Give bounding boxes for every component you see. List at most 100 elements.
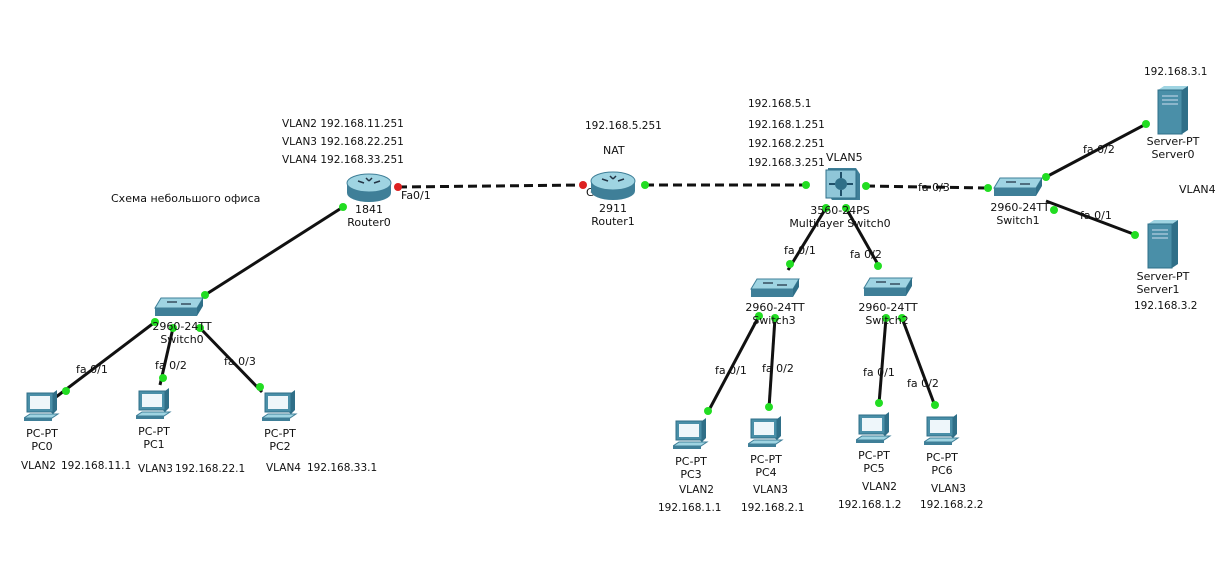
pc0-model: PC-PT [26,427,58,440]
link-switch1-server1[interactable] [1045,199,1137,237]
switch1-vlan-label: VLAN4 [1179,183,1216,196]
link-mls-switch2[interactable] [844,207,882,269]
pc4-ip: 192.168.2.1 [741,502,805,514]
switch3-name: Switch3 [752,314,796,327]
switch1[interactable] [992,176,1044,200]
pc2-model: PC-PT [264,427,296,440]
port-status-dot [862,182,870,190]
port-status-dot [802,181,810,189]
port-status-dot [1042,173,1050,181]
router0-port-fa01: Fa0/1 [401,189,431,202]
port-status-dot [1131,231,1139,239]
link-router0-router1[interactable] [397,183,584,189]
link-mls-switch1[interactable] [865,184,989,190]
router1-ip: 192.168.5.251 [585,120,662,132]
port-status-dot [151,318,159,326]
switch3[interactable] [749,277,801,301]
pc3-model: PC-PT [675,455,707,468]
server-icon [1147,220,1178,269]
router-icon [346,173,392,202]
link-switch0-pc0[interactable] [55,320,156,399]
port-status-dot [394,183,402,191]
switch-icon [154,297,204,316]
port-status-dot [1050,206,1058,214]
link-switch3-pc4[interactable] [767,317,777,409]
pc0-name: PC0 [31,440,53,453]
switch0[interactable] [153,296,205,320]
router0[interactable] [344,170,394,204]
switch2-port-fa01: fa 0/1 [863,366,895,379]
pc2-name: PC2 [269,440,291,453]
mls-port-fa03: fa 0/3 [918,181,950,194]
pc4-name: PC4 [755,466,777,479]
router1[interactable] [588,168,638,202]
router1-nat-label: NAT [603,144,625,157]
pc-icon [748,416,784,447]
server0-model: Server-PT [1146,135,1200,148]
pc5-vlan: VLAN2 [862,481,897,493]
pc5-ip: 192.168.1.2 [838,499,902,511]
pc1-name: PC1 [143,438,165,451]
pc3[interactable] [673,418,709,450]
link-switch2-pc6[interactable] [900,317,937,407]
pc-icon [262,390,298,421]
port-status-dot [1142,120,1150,128]
port-status-dot [339,203,347,211]
pc6-model: PC-PT [926,451,958,464]
port-status-dot [842,204,850,212]
pc-icon [136,388,172,419]
port-status-dot [704,407,712,415]
switch3-model: 2960-24TT [745,301,805,314]
switch-icon [993,177,1043,196]
port-status-dot [755,312,763,320]
router0-vlan4-ip: VLAN4 192.168.33.251 [282,154,404,166]
switch2[interactable] [862,276,914,300]
server0-name: Server0 [1151,148,1195,161]
switch2-model: 2960-24TT [858,301,918,314]
pc0-vlan: VLAN2 [21,460,56,472]
pc0[interactable] [24,390,60,422]
pc1-model: PC-PT [138,425,170,438]
port-status-dot [169,324,177,332]
router1-model: 2911 [599,202,627,215]
mls-ip-1: 192.168.5.1 [748,98,812,110]
mls-ip-2: 192.168.1.251 [748,119,825,131]
port-status-dot [882,314,890,322]
pc-icon [673,418,709,449]
server0[interactable] [1156,84,1190,136]
link-router0-switch0[interactable] [204,205,344,297]
mls-vlan-label: VLAN5 [826,151,863,164]
diagram-title: Схема небольшого офиса [111,192,261,205]
port-status-dot [771,314,779,322]
mls-ip-3: 192.168.2.251 [748,138,825,150]
pc4[interactable] [748,416,784,448]
link-switch3-pc3[interactable] [706,315,761,413]
pc6-ip: 192.168.2.2 [920,499,984,511]
port-status-dot [874,262,882,270]
port-status-dot [641,181,649,189]
pc2[interactable] [262,390,298,422]
port-status-dot [765,403,773,411]
link-mls-switch3[interactable] [786,207,828,271]
pc5[interactable] [856,412,892,444]
mls-name: Multilayer Switch0 [789,217,891,230]
pc6-vlan: VLAN3 [931,483,966,495]
multilayer-switch0[interactable] [822,164,862,204]
pc6[interactable] [924,414,960,446]
pc1[interactable] [136,388,172,420]
port-status-dot [931,401,939,409]
server1[interactable] [1146,218,1180,270]
port-status-dot [579,181,587,189]
router0-vlan3-ip: VLAN3 192.168.22.251 [282,136,404,148]
link-switch2-pc5[interactable] [877,317,888,405]
pc-icon [924,414,960,445]
link-switch1-server0[interactable] [1045,121,1149,179]
mls-port-fa01: fa 0/1 [784,244,816,257]
switch2-port-fa02: fa 0/2 [907,377,939,390]
switch0-port-fa01: fa 0/1 [76,363,108,376]
switch-icon [863,277,913,296]
port-status-dot [984,184,992,192]
link-switch0-pc2[interactable] [198,326,264,394]
